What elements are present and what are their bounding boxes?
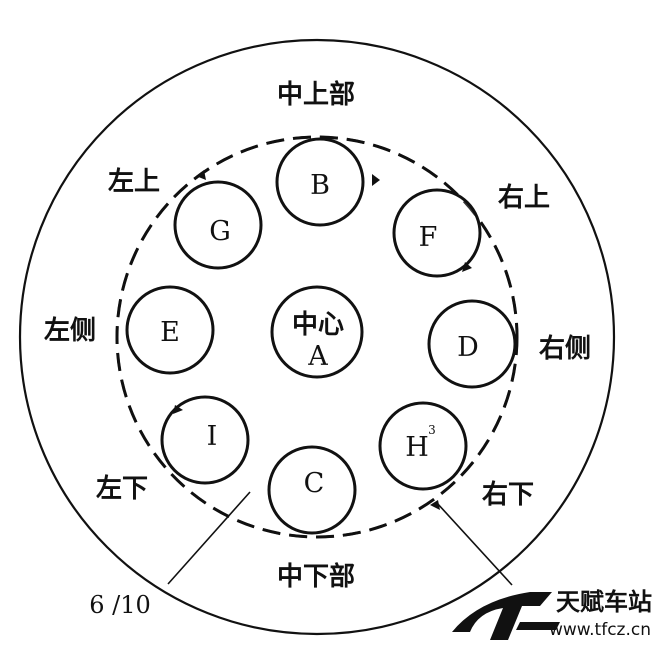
point-letter-f: F xyxy=(419,222,438,253)
point-letter-g: G xyxy=(209,216,231,247)
label-bottom: 中下部 xyxy=(277,562,355,592)
label-lower-right: 右下 xyxy=(482,480,534,510)
ring-arrow-mark xyxy=(462,262,472,272)
center-label: 中心 xyxy=(292,310,344,340)
label-upper-left: 左上 xyxy=(108,167,160,197)
point-circle-i xyxy=(160,395,250,485)
center-circle xyxy=(270,285,364,379)
leader-line-left xyxy=(167,491,251,585)
center-letter: A xyxy=(307,341,328,372)
ring-arrow-mark xyxy=(196,170,206,180)
label-right-side: 右侧 xyxy=(539,334,591,364)
point-letter-b: B xyxy=(310,170,330,201)
point-letter-h: H xyxy=(405,432,429,463)
watermark-logo-swoosh xyxy=(516,622,560,630)
outer-circle xyxy=(18,38,616,636)
point-letter-i: I xyxy=(207,421,218,452)
label-upper-right: 右上 xyxy=(498,183,550,213)
watermark-url: www.tfcz.cn xyxy=(549,620,651,640)
point-circle-c xyxy=(267,445,357,535)
point-circle-f xyxy=(392,188,482,278)
ring-arrow-mark xyxy=(173,405,183,414)
point-circle-h xyxy=(378,401,468,491)
point-letter-e: E xyxy=(160,317,180,348)
point-circle-b xyxy=(275,137,365,227)
point-mark-h: 3 xyxy=(428,423,436,437)
leader-line-right xyxy=(436,502,513,586)
ring-arrow-mark xyxy=(372,174,380,186)
point-letter-c: C xyxy=(304,468,325,499)
label-top: 中上部 xyxy=(277,80,355,110)
watermark-logo-text: TF xyxy=(0,0,2,1)
ring-arrow-mark xyxy=(430,500,440,510)
dashed-ring-overlay xyxy=(115,135,519,539)
label-left-side: 左侧 xyxy=(44,316,96,346)
watermark-logo-icon xyxy=(452,592,552,640)
point-letter-d: D xyxy=(457,332,479,363)
point-circle-d xyxy=(427,299,517,389)
scale-note: 6 /10 xyxy=(89,591,151,619)
point-circle-e xyxy=(125,285,215,375)
watermark-title: 天赋车站 xyxy=(556,588,652,616)
label-lower-left: 左下 xyxy=(96,474,148,504)
point-circle-g xyxy=(173,180,263,270)
